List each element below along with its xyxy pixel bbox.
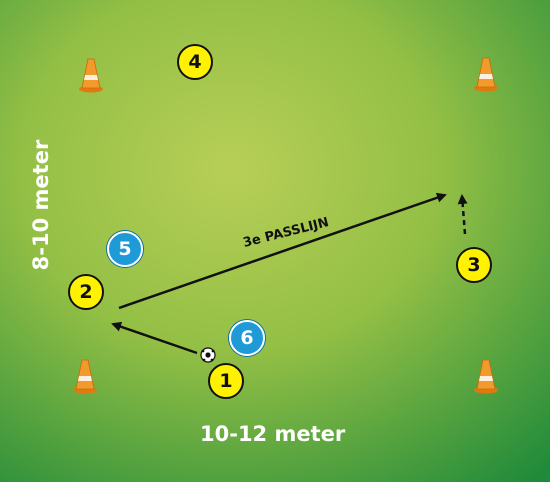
width-dimension-label: 10-12 meter (200, 422, 346, 446)
third-pass-arrow (118, 192, 447, 310)
height-dimension-label: 8-10 meter (29, 139, 53, 271)
player-1: 1 (208, 363, 244, 399)
pass-arrow-1-to-2 (111, 321, 198, 355)
player-4: 4 (177, 44, 213, 80)
player-5: 5 (107, 231, 143, 267)
player-6: 6 (229, 320, 265, 356)
run-arrow-3 (457, 194, 468, 235)
player-3: 3 (456, 247, 492, 283)
player-2: 2 (68, 274, 104, 310)
soccer-ball-icon (200, 347, 216, 363)
